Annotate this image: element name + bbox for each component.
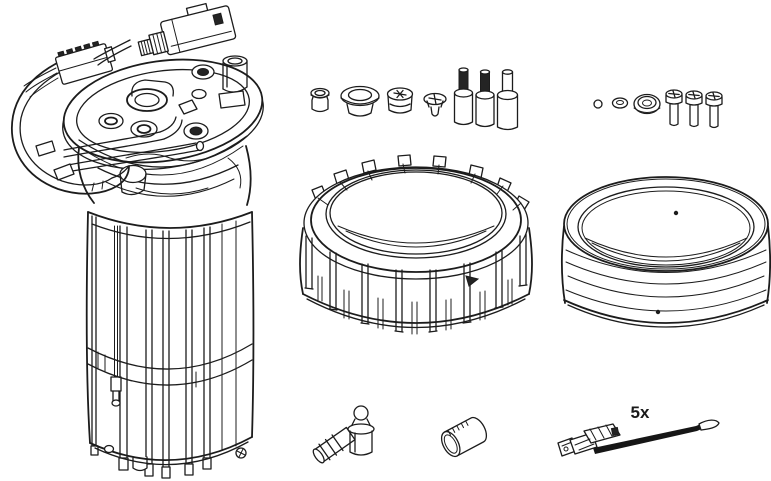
harness-connector-main	[137, 2, 237, 57]
tie-clip	[557, 423, 621, 457]
harness-cable	[93, 39, 132, 66]
grommet-bushing-set-illustration	[310, 67, 519, 131]
locking-ring-ribs	[304, 233, 528, 333]
locking-ring-tabs	[311, 154, 530, 211]
quantity-label: 5x	[631, 403, 650, 422]
bushing-icon	[310, 87, 330, 113]
heater-pin-set-illustration	[453, 67, 519, 131]
tie-tip	[698, 419, 720, 431]
harness-wires	[23, 67, 59, 98]
seal-ring-icon	[611, 97, 629, 109]
recessed-plug-icon	[386, 87, 414, 114]
ring-hole-top	[673, 210, 679, 216]
flange-pipes	[63, 116, 205, 173]
ring-hole-bottom	[655, 309, 661, 315]
cable-tie-illustration: 5x	[557, 403, 720, 457]
locking-ring-illustration	[299, 154, 533, 335]
reservoir-bowl	[77, 145, 252, 206]
elbow-fitting-illustration	[312, 405, 375, 464]
cap-plug-illustration	[440, 416, 488, 458]
flange-fittings	[98, 55, 248, 140]
grommet-icon	[340, 85, 380, 117]
cap-screw-set-icon	[665, 89, 723, 129]
oring-washer-screw-set-illustration	[593, 89, 723, 129]
mounting-ring-illustration	[560, 176, 771, 328]
tank-heater-module-illustration	[11, 2, 264, 479]
tie-strap	[593, 423, 704, 454]
o-ring-icon	[593, 99, 603, 109]
screw-icon	[423, 92, 447, 117]
locking-ring-slots	[317, 275, 513, 335]
flange-disc	[62, 58, 264, 176]
harness-connector-small	[54, 40, 116, 85]
ring-marker-triangle	[465, 275, 480, 287]
washer-grommet-icon	[633, 93, 661, 115]
canister-body	[85, 211, 255, 479]
